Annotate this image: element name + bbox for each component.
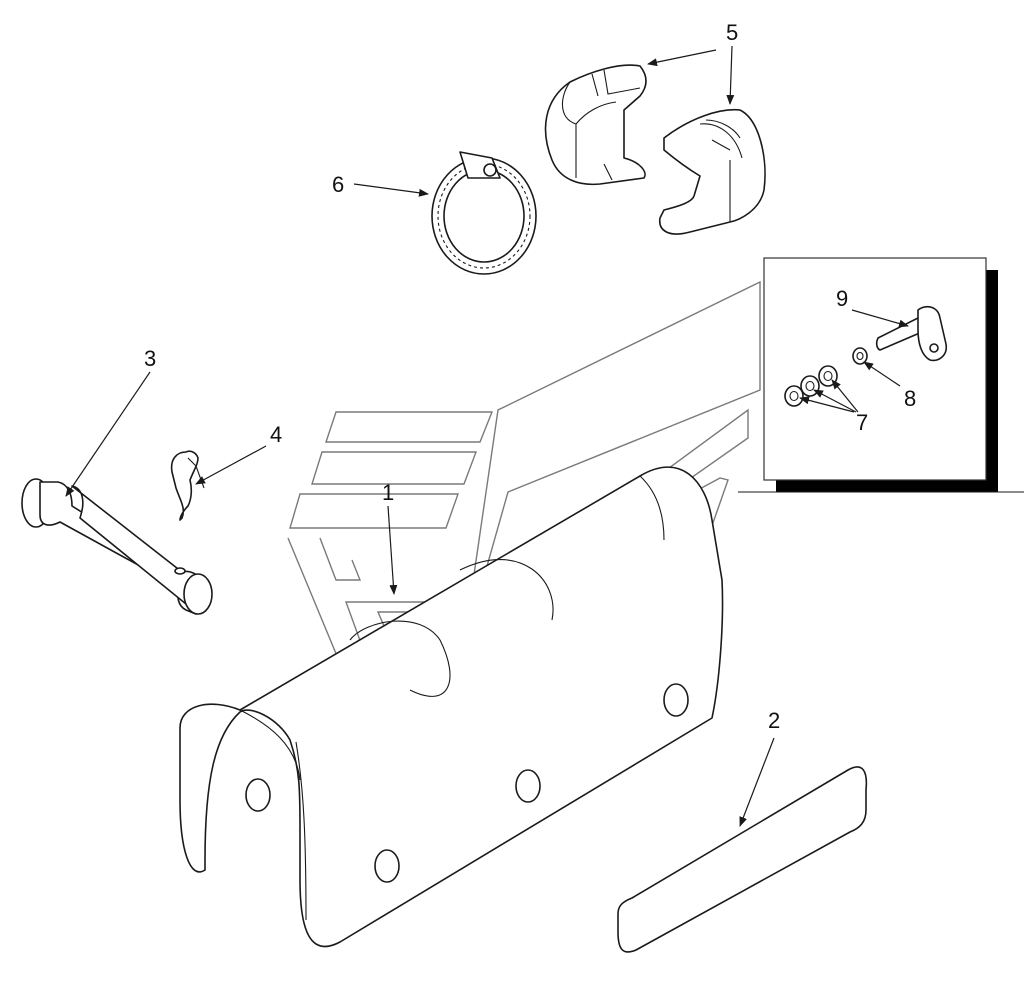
leader-3 [65, 371, 151, 497]
callout-5: 5 [726, 20, 738, 45]
part-6-hose-clamp [431, 151, 537, 275]
leader-4 [195, 445, 267, 485]
callout-1: 1 [382, 480, 394, 505]
part-7-washers [784, 365, 838, 407]
callout-3: 3 [144, 346, 156, 371]
callout-6: 6 [332, 172, 344, 197]
part-1-bracket [179, 466, 724, 948]
leader-lines [65, 45, 909, 827]
leader-7b [813, 389, 857, 413]
callout-7: 7 [856, 410, 868, 435]
part-5-bushing-halves [544, 64, 766, 235]
leader-7a [799, 396, 855, 413]
part-4-hairpin-clip [170, 450, 205, 521]
callout-8: 8 [904, 386, 916, 411]
leader-1 [387, 505, 398, 595]
callout-labels: 1 2 3 4 5 6 7 8 9 [144, 20, 916, 733]
part-3-pin [21, 478, 213, 615]
leader-6 [353, 183, 429, 197]
callout-9: 9 [836, 286, 848, 311]
leader-5a [647, 49, 717, 67]
callout-2: 2 [768, 708, 780, 733]
part-2-pad [617, 766, 868, 953]
leader-2 [739, 737, 775, 827]
leader-8 [863, 361, 901, 387]
leader-9 [851, 309, 909, 328]
callout-4: 4 [270, 422, 282, 447]
inset-detail [738, 257, 1024, 493]
leader-7c [831, 379, 859, 413]
leader-5b [726, 45, 735, 105]
part-8-washer [852, 347, 868, 365]
part-9-clevis-pin [875, 305, 948, 362]
